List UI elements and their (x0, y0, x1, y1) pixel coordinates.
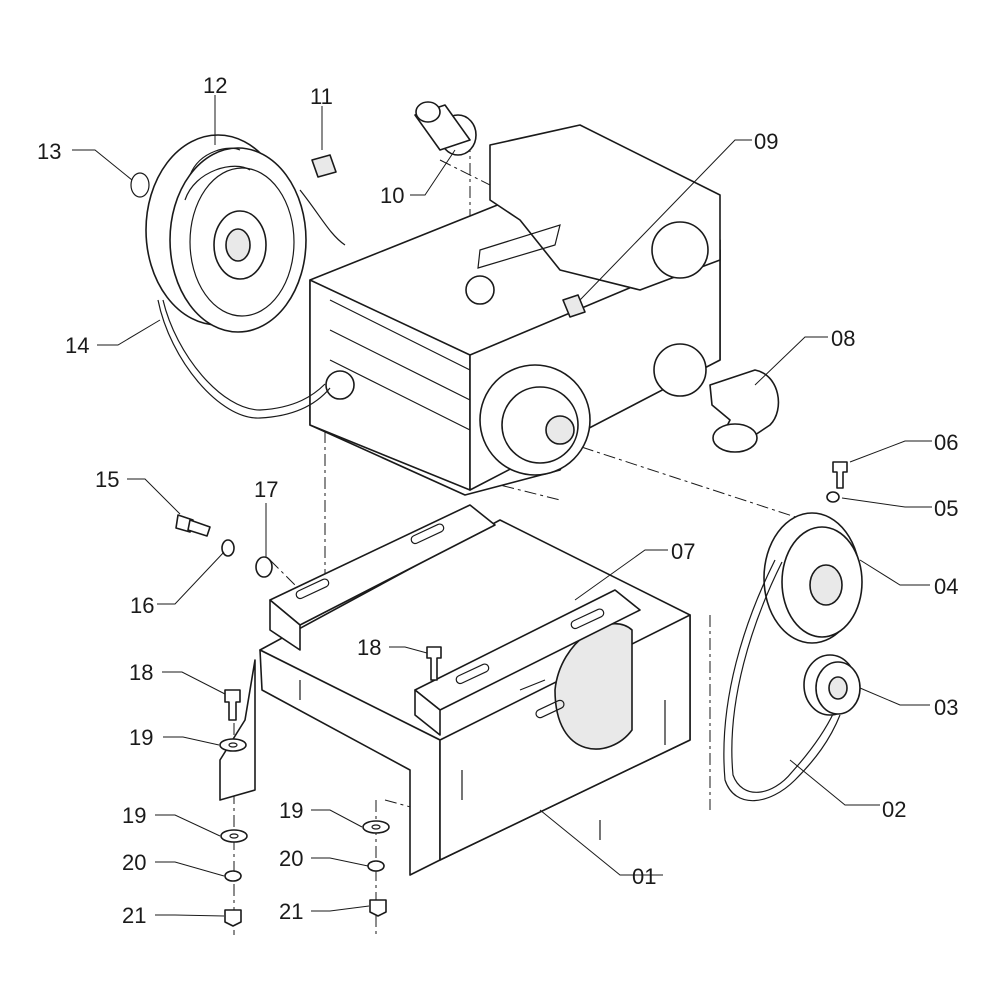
large-pulley (145, 134, 307, 333)
key-part-09 (562, 294, 586, 318)
lock-washer-20-right (367, 860, 385, 872)
snap-ring (130, 172, 150, 198)
callout-16: 16 (130, 593, 154, 618)
washer-19-left-bottom (220, 829, 248, 843)
pump-body (309, 124, 721, 496)
callout-17: 17 (254, 477, 278, 502)
washer-17 (255, 556, 273, 578)
washer-19-left-top (219, 738, 247, 752)
belt-left (157, 189, 346, 419)
callout-19-left-bottom: 19 (122, 803, 146, 828)
leader-lines (72, 95, 932, 917)
small-pulley (803, 654, 861, 716)
nut-21-left (224, 909, 242, 927)
screw-06 (832, 461, 848, 489)
belt-right (723, 559, 841, 802)
callout-20-left: 20 (122, 850, 146, 875)
callout-19-right: 19 (279, 798, 303, 823)
callout-01: 01 (632, 864, 656, 889)
callout-18-center: 18 (357, 635, 381, 660)
callout-labels: 01 02 03 04 05 06 07 08 09 10 11 12 13 1… (37, 73, 958, 928)
drive-pulley (763, 512, 863, 644)
callout-04: 04 (934, 574, 958, 599)
mounting-rails (269, 504, 641, 736)
callout-13: 13 (37, 139, 61, 164)
callout-21-left: 21 (122, 903, 146, 928)
washer-05 (826, 491, 840, 503)
inlet-fitting (414, 101, 477, 156)
callout-02: 02 (882, 797, 906, 822)
callout-18-left: 18 (129, 660, 153, 685)
callout-10: 10 (380, 183, 404, 208)
callout-07: 07 (671, 539, 695, 564)
callout-09: 09 (754, 129, 778, 154)
elbow-fitting (709, 369, 780, 453)
washer-16 (221, 539, 235, 557)
callout-21-right: 21 (279, 899, 303, 924)
callout-14: 14 (65, 333, 89, 358)
lock-washer-20-left (224, 870, 242, 882)
bolt-15 (175, 514, 211, 537)
bolt-18-center (426, 646, 442, 681)
bolt-18-left (224, 689, 241, 721)
key-part-11 (311, 154, 337, 178)
callout-06: 06 (934, 430, 958, 455)
callout-19-left-top: 19 (129, 725, 153, 750)
nut-21-right (369, 899, 387, 917)
washer-19-right (362, 820, 390, 834)
callout-12: 12 (203, 73, 227, 98)
callout-08: 08 (831, 326, 855, 351)
callout-15: 15 (95, 467, 119, 492)
callout-11: 11 (310, 84, 333, 109)
callout-03: 03 (934, 695, 958, 720)
callout-05: 05 (934, 496, 958, 521)
callout-20-right: 20 (279, 846, 303, 871)
